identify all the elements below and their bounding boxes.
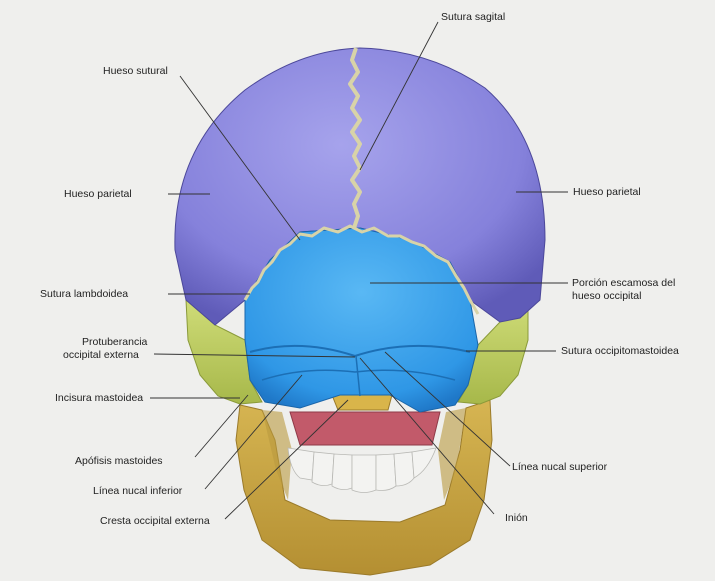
label-sutura-lambdoidea: Sutura lambdoidea [40,288,129,300]
mandible-ramus [438,408,466,500]
palate [289,411,441,446]
label-protuberancia-line2: occipital externa [63,349,139,361]
parietal-bone [174,47,546,326]
teeth [287,447,437,493]
sagittal-suture [348,47,362,229]
label-linea-nucal-superior: Línea nucal superior [512,461,608,473]
label-linea-nucal-inferior: Línea nucal inferior [93,485,183,497]
label-protuberancia-line1: Protuberancia [82,336,148,348]
leader-lines [150,21,568,520]
mandible [235,399,493,576]
label-apofisis-mastoides: Apófisis mastoides [75,455,163,467]
label-hueso-sutural: Hueso sutural [103,65,168,77]
superior-nuchal-line-shade [249,344,471,358]
label-hueso-parietal-right: Hueso parietal [573,186,641,198]
temporal-left [185,298,263,405]
temporal-right [457,298,529,405]
label-sutura-occipitomastoidea: Sutura occipitomastoidea [561,345,679,357]
label-cresta-occipital-externa: Cresta occipital externa [100,515,210,527]
occipital-bone [244,227,479,413]
label-hueso-parietal-left: Hueso parietal [64,188,132,200]
lambdoid-suture [243,224,480,315]
label-sutura-sagital: Sutura sagital [441,11,506,23]
mandible-ramus [262,410,292,500]
inferior-nuchal-line-shade [261,369,456,381]
label-porcion-escamosa-line2: hueso occipital [572,290,642,302]
label-porcion-escamosa-line1: Porción escamosa del [572,277,676,289]
label-incisura-mastoidea: Incisura mastoidea [55,392,144,404]
occipital-crest-shade [355,355,361,397]
vertebra-atlas [331,394,393,411]
label-inion: Inión [505,512,528,524]
